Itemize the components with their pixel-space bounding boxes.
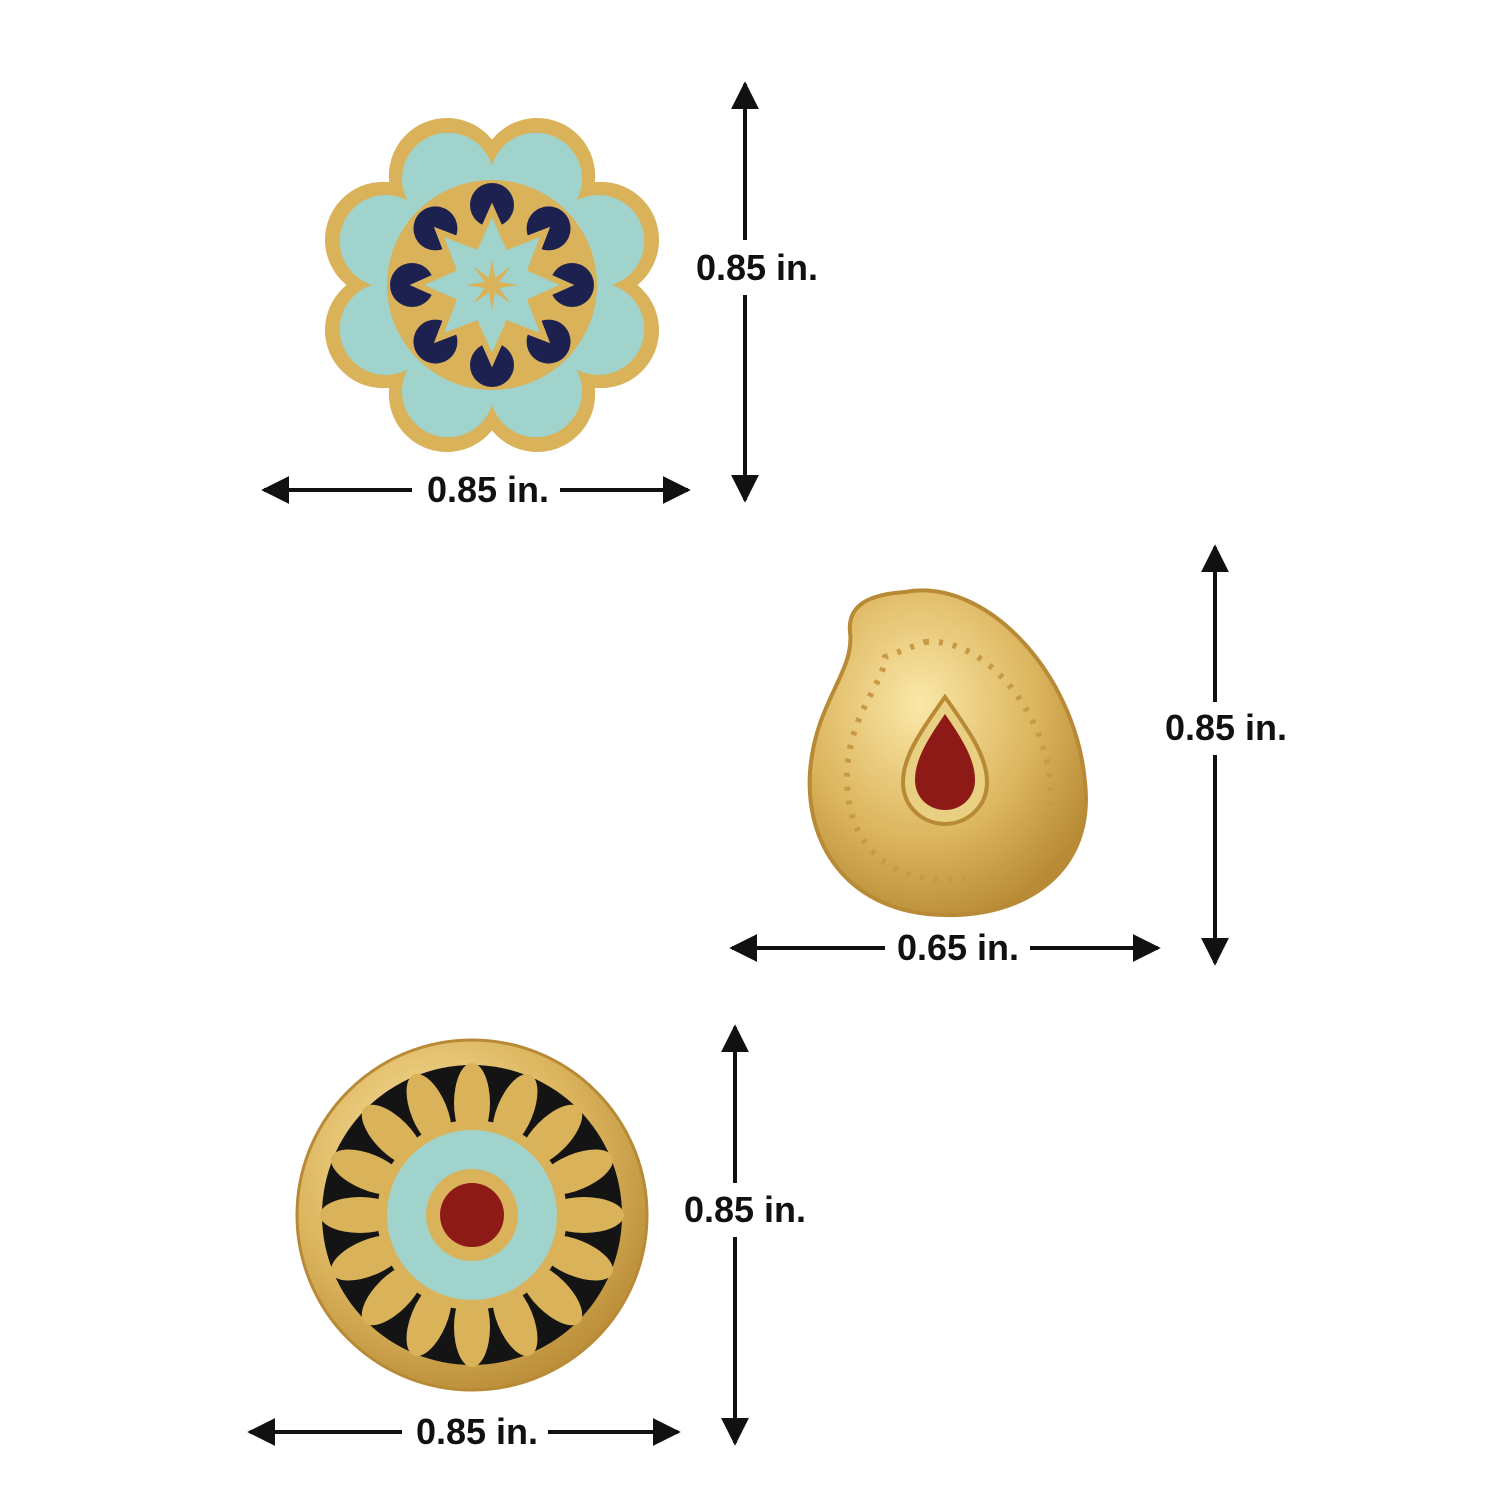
red-stone xyxy=(440,1183,504,1247)
star-center xyxy=(466,259,518,311)
flower-width-dimension: 0.85 in. xyxy=(261,469,691,510)
round-height-dimension: 0.85 in. xyxy=(684,1024,806,1446)
flower-ring-image xyxy=(324,117,660,453)
flower-height-dimension: 0.85 in. xyxy=(696,81,818,503)
round-width-label: 0.85 in. xyxy=(416,1411,538,1452)
flower-width-label: 0.85 in. xyxy=(427,469,549,510)
paisley-height-label: 0.85 in. xyxy=(1165,707,1287,748)
round-width-dimension: 0.85 in. xyxy=(247,1411,681,1452)
paisley-height-dimension: 0.85 in. xyxy=(1165,544,1287,966)
paisley-width-dimension: 0.65 in. xyxy=(729,927,1161,968)
round-height-label: 0.85 in. xyxy=(684,1189,806,1230)
flower-height-label: 0.85 in. xyxy=(696,247,818,288)
paisley-ring-image xyxy=(807,588,1088,918)
round-ring-image xyxy=(295,1038,649,1392)
paisley-width-label: 0.65 in. xyxy=(897,927,1019,968)
